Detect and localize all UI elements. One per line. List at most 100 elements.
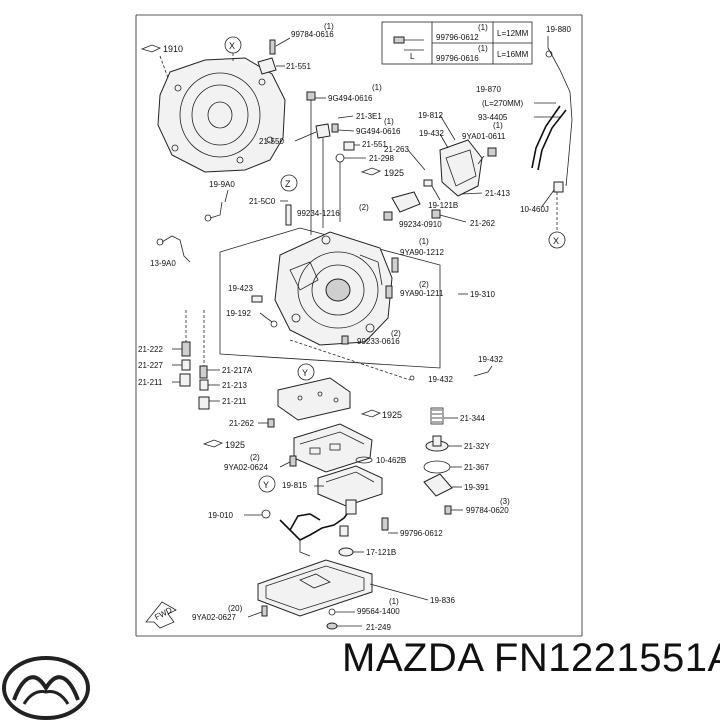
callout-X-right-text: X	[553, 236, 559, 246]
label-10-460J: 10-460J	[520, 205, 549, 214]
oil-pan: 19-836 (1) 99564-1400 21-249 (20) 9YA02-…	[192, 559, 455, 632]
label-21-551b: 21-551	[362, 140, 387, 149]
label-19-812: 19-812	[418, 111, 443, 120]
label-19-192: 19-192	[226, 309, 251, 318]
label-93-4405: 93-4405	[478, 113, 508, 122]
qty-99784-0620: (3)	[500, 497, 510, 506]
label-21-263: 21-263	[384, 145, 409, 154]
label-9YA01-0611: 9YA01-0611	[462, 132, 506, 141]
label-21-3E1: 21-3E1	[356, 112, 382, 121]
callout-X-right: X	[548, 231, 566, 249]
upper-right-cover: 19-812 19-432 21-263 (1) 9YA01-0611 21-4…	[384, 111, 510, 228]
label-21-217A: 21-217A	[222, 366, 253, 375]
converter-housing	[157, 57, 286, 173]
label-19-010: 19-010	[208, 511, 233, 520]
label-99796-0612: 99796-0612	[400, 529, 443, 538]
label-99784-0620: 99784-0620	[466, 506, 509, 515]
qty-9YA02-0627: (20)	[228, 604, 243, 613]
part-number: FN1221551A	[493, 636, 720, 680]
ref-1925-top-text: 1925	[384, 168, 404, 178]
callout-X-top: X	[224, 36, 242, 62]
bolt-spec-table: L (1) 99796-0612 L=12MM (1) 99796-0616 L…	[381, 21, 533, 65]
wiring-harness: 19-010 99796-0612 17-121B	[208, 499, 443, 557]
separator-plate: 21-262	[229, 377, 351, 428]
spec-qty-1: (1)	[478, 23, 488, 32]
diagram-frame	[135, 14, 583, 637]
label-21-262a: 21-262	[470, 219, 495, 228]
label-19-121B: 19-121B	[428, 201, 458, 210]
ref-1910: 1910	[140, 44, 183, 79]
label-21-32Y: 21-32Y	[464, 442, 490, 451]
callout-Y-top: Y	[297, 363, 315, 381]
spec-dim-label: L	[410, 52, 415, 61]
label-21-211a: 21-211	[138, 378, 163, 387]
label-99233-0616: 99233-0616	[357, 337, 400, 346]
label-21-222: 21-222	[138, 345, 163, 354]
label-21-262b: 21-262	[229, 419, 254, 428]
callout-Z-top: Z	[280, 174, 298, 192]
spec-code-2: 99796-0616	[436, 54, 479, 63]
qty-99233-0616: (2)	[391, 329, 401, 338]
label-21-5C0: 21-5C0	[249, 197, 276, 206]
ref-1925-mid: 1925	[360, 409, 402, 420]
selector-lever: 99234-0910	[383, 191, 442, 229]
brand-name: MAZDA	[342, 636, 483, 680]
label-19-432b: 19-432	[478, 355, 503, 364]
product-title: MAZDA FN1221551A	[342, 636, 720, 681]
label-9G494-0616a: 9G494-0616	[328, 94, 373, 103]
label-9YA02-0624: 9YA02-0624	[224, 463, 268, 472]
label-19-391: 19-391	[464, 483, 489, 492]
callout-Y-bottom-text: Y	[263, 480, 269, 490]
callout-Y-top-text: Y	[302, 368, 308, 378]
label-99234-1216: 99234-1216	[297, 209, 340, 218]
label-L270: (L=270MM)	[482, 99, 523, 108]
qty-9YA02-0624: (2)	[250, 453, 260, 462]
label-99564-1400: 99564-1400	[357, 607, 400, 616]
label-21-227: 21-227	[138, 361, 163, 370]
ref-1925-top: 1925	[360, 167, 404, 178]
qty-9G494-0616b: (1)	[384, 117, 394, 126]
label-21-213: 21-213	[222, 381, 247, 390]
upper-bolt-group: (1) 9G494-0616 21-3E1 (1) 9G494-0616 21-…	[259, 83, 401, 235]
label-19-432c: 19-432	[428, 375, 453, 384]
dipstick-assembly: 19-880 19-870 (L=270MM) 93-4405 10-460J	[476, 25, 573, 232]
spec-length-1: L=12MM	[497, 29, 529, 38]
spec-qty-2: (1)	[478, 44, 488, 53]
callout-Z-top-text: Z	[285, 179, 291, 189]
clip-19-432	[473, 365, 493, 377]
label-21-551: 21-551	[286, 62, 311, 71]
qty-99234-1216: (2)	[359, 203, 369, 212]
callout-X-text: X	[229, 41, 235, 51]
label-19-880: 19-880	[546, 25, 571, 34]
label-99784-0616: 99784-0616	[291, 30, 334, 39]
label-21-344: 21-344	[460, 414, 485, 423]
label-19-423: 19-423	[228, 284, 253, 293]
leader-19-432c	[289, 339, 411, 381]
label-19-870: 19-870	[476, 85, 501, 94]
qty-9YA90-1212: (1)	[419, 237, 429, 246]
label-21-367: 21-367	[464, 463, 489, 472]
label-21-211b: 21-211	[222, 397, 247, 406]
label-10-462B: 10-462B	[376, 456, 406, 465]
label-19-836: 19-836	[430, 596, 455, 605]
label-21-550: 21-550	[259, 137, 284, 146]
label-13-9A0: 13-9A0	[150, 259, 176, 268]
forward-arrow-icon: FWD	[145, 601, 177, 629]
label-9YA90-1212: 9YA90-1212	[400, 248, 444, 257]
qty-9YA01-0611: (1)	[493, 121, 503, 130]
label-9YA02-0627: 9YA02-0627	[192, 613, 236, 622]
accumulator-parts: 21-344 21-32Y 21-367 19-391 (3) 99784-06…	[423, 407, 510, 515]
callout-Y-bottom: Y	[258, 475, 276, 493]
label-99234-0910: 99234-0910	[399, 220, 442, 229]
ref-1910-text: 1910	[163, 44, 183, 54]
label-19-815: 19-815	[282, 481, 307, 490]
qty-99784-0616: (1)	[324, 22, 334, 31]
mazda-logo-icon	[2, 656, 90, 720]
spec-length-2: L=16MM	[497, 50, 529, 59]
label-9G494-0616b: 9G494-0616	[356, 127, 401, 136]
qty-99564-1400: (1)	[389, 597, 399, 606]
label-21-298: 21-298	[369, 154, 394, 163]
ref-1925-left: 1925	[202, 439, 245, 450]
bracket-21-551: (1) 99784-0616 21-551	[257, 22, 334, 75]
